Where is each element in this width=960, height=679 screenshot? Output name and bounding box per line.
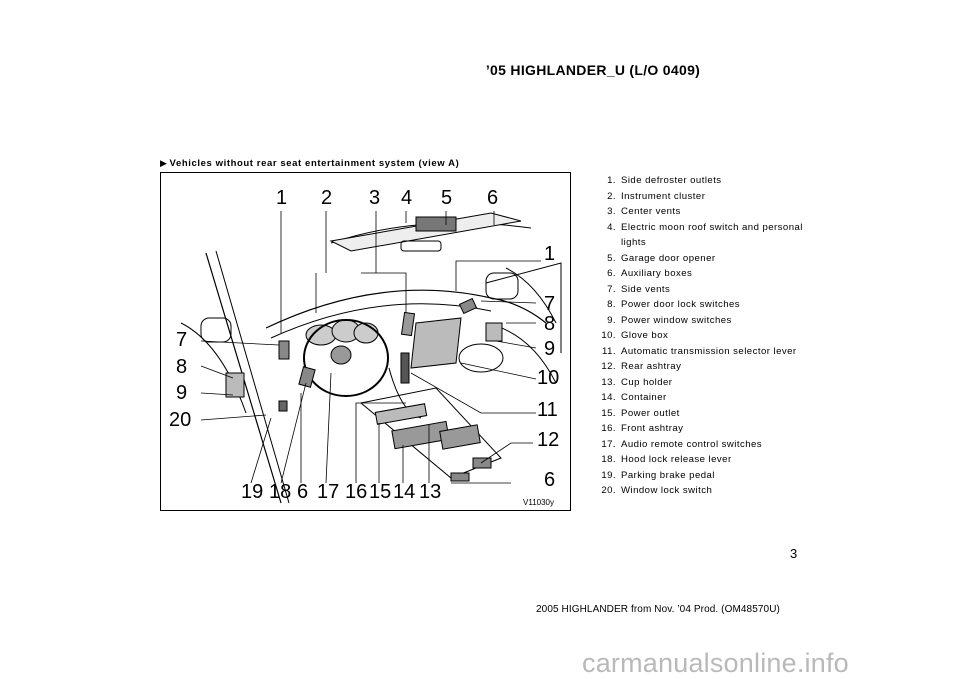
- list-item: 9. Power window switches: [596, 313, 806, 329]
- part-number: 4.: [607, 221, 616, 233]
- callout-bottom-19: 19: [241, 481, 264, 503]
- part-label: Side vents: [621, 283, 671, 295]
- part-number: 2.: [607, 190, 616, 202]
- part-number: 6.: [607, 268, 616, 279]
- part-number: 7.: [607, 283, 616, 295]
- list-item: 4. Electric moon roof switch and personal…: [596, 220, 806, 251]
- part-number: 11.: [602, 345, 616, 357]
- list-item: 17. Audio remote control switches: [596, 437, 806, 453]
- part-number: 17.: [601, 438, 616, 450]
- callout-right-10: 10: [537, 367, 560, 389]
- overhead-console-shape: [415, 216, 457, 232]
- list-item: 12. Rear ashtray: [596, 359, 806, 375]
- callout-top-6: 6: [487, 187, 499, 209]
- site-watermark[interactable]: carmanualsonline.info: [582, 648, 849, 678]
- dashboard-line-drawing: [180, 211, 562, 504]
- part-label: Cup holder: [621, 376, 673, 388]
- list-item: 8. Power door lock switches: [596, 297, 806, 313]
- section-heading-text: Vehicles without rear seat entertainment…: [169, 158, 460, 169]
- callout-bottom-6: 6: [297, 481, 309, 503]
- callout-right-6: 6: [544, 469, 556, 491]
- list-item: 2. Instrument cluster: [596, 189, 806, 205]
- list-item: 10. Glove box: [596, 328, 806, 344]
- section-heading: ▶Vehicles without rear seat entertainmen…: [160, 158, 459, 169]
- part-label: Power window switches: [621, 314, 732, 326]
- callout-bottom-13: 13: [419, 481, 442, 503]
- callout-left-9: 9: [176, 382, 188, 404]
- figure-code: V11030y: [523, 498, 554, 507]
- callout-top-1: 1: [276, 187, 288, 209]
- part-label: Side defroster outlets: [621, 175, 722, 186]
- triangle-marker-icon: ▶: [160, 158, 168, 168]
- part-label: Center vents: [621, 206, 681, 217]
- part-number: 19.: [601, 469, 616, 481]
- list-item: 19. Parking brake pedal: [596, 468, 806, 484]
- part-label: Rear ashtray: [621, 361, 682, 372]
- list-item: 7. Side vents: [596, 282, 806, 298]
- part-number: 15.: [601, 407, 616, 419]
- list-item: 6. Auxiliary boxes: [596, 266, 806, 282]
- part-label: Audio remote control switches: [621, 438, 763, 450]
- callout-bottom-14: 14: [393, 481, 416, 503]
- part-label: Power door lock switches: [621, 299, 741, 310]
- callout-bottom-15: 15: [369, 481, 392, 503]
- callout-top-3: 3: [369, 187, 381, 209]
- list-item: 14. Container: [596, 390, 806, 406]
- part-number: 3.: [607, 206, 616, 217]
- part-label: Container: [621, 392, 667, 403]
- callout-bottom-18: 18: [269, 481, 292, 503]
- part-label: Automatic transmission selector lever: [621, 345, 797, 357]
- list-item: 13. Cup holder: [596, 375, 806, 391]
- part-label: Garage door opener: [621, 252, 716, 264]
- part-number: 16.: [601, 423, 616, 434]
- list-item: 18. Hood lock release lever: [596, 452, 806, 468]
- part-number: 8.: [607, 299, 616, 310]
- callout-top-2: 2: [321, 187, 333, 209]
- list-item: 3. Center vents: [596, 204, 806, 220]
- part-number: 20.: [601, 485, 616, 496]
- callout-right-9: 9: [544, 338, 556, 360]
- page-number: 3: [790, 546, 798, 561]
- document-header-title: ’05 HIGHLANDER_U (L/O 0409): [485, 62, 701, 78]
- part-label: Hood lock release lever: [621, 454, 732, 465]
- part-label: Instrument cluster: [621, 190, 706, 202]
- part-label: Window lock switch: [621, 485, 713, 496]
- callout-left-20: 20: [169, 409, 192, 431]
- callout-right-11: 11: [537, 399, 558, 421]
- part-number: 13.: [601, 376, 616, 388]
- part-number: 10.: [601, 330, 616, 341]
- callout-right-12: 12: [537, 429, 560, 451]
- part-number: 14.: [601, 392, 616, 403]
- list-item: 15. Power outlet: [596, 406, 806, 422]
- list-item: 11. Automatic transmission selector lever: [596, 344, 806, 360]
- callout-top-4: 4: [401, 187, 413, 209]
- callout-bottom-16: 16: [345, 481, 368, 503]
- list-item: 20. Window lock switch: [596, 483, 806, 499]
- callout-top-5: 5: [441, 187, 453, 209]
- part-number: 18.: [601, 454, 616, 465]
- callout-right-8: 8: [544, 313, 556, 335]
- part-number: 9.: [607, 314, 616, 326]
- part-number: 1.: [607, 175, 616, 186]
- callout-left-7: 7: [176, 329, 188, 351]
- part-label: Electric moon roof switch and personal l…: [621, 221, 803, 249]
- dashboard-illustration: 1 2 3 4 5 6 1 7 8 9 10 11 12 6 7 8 9 20 …: [160, 172, 571, 511]
- parts-list: 1. Side defroster outlets 2. Instrument cl…: [596, 173, 806, 499]
- callout-right-7: 7: [544, 293, 556, 315]
- part-label: Front ashtray: [621, 423, 684, 434]
- callout-right-1: 1: [544, 243, 556, 265]
- part-label: Glove box: [621, 330, 669, 341]
- list-item: 16. Front ashtray: [596, 421, 806, 437]
- callout-left-8: 8: [176, 356, 188, 378]
- part-label: Auxiliary boxes: [621, 268, 693, 279]
- callout-bottom-17: 17: [317, 481, 340, 503]
- list-item: 1. Side defroster outlets: [596, 173, 806, 189]
- part-number: 12.: [601, 361, 616, 372]
- list-item: 5. Garage door opener: [596, 251, 806, 267]
- document-footer: 2005 HIGHLANDER from Nov. ’04 Prod. (OM4…: [536, 604, 780, 615]
- part-label: Power outlet: [621, 407, 680, 419]
- part-number: 5.: [607, 252, 616, 264]
- part-label: Parking brake pedal: [621, 469, 715, 481]
